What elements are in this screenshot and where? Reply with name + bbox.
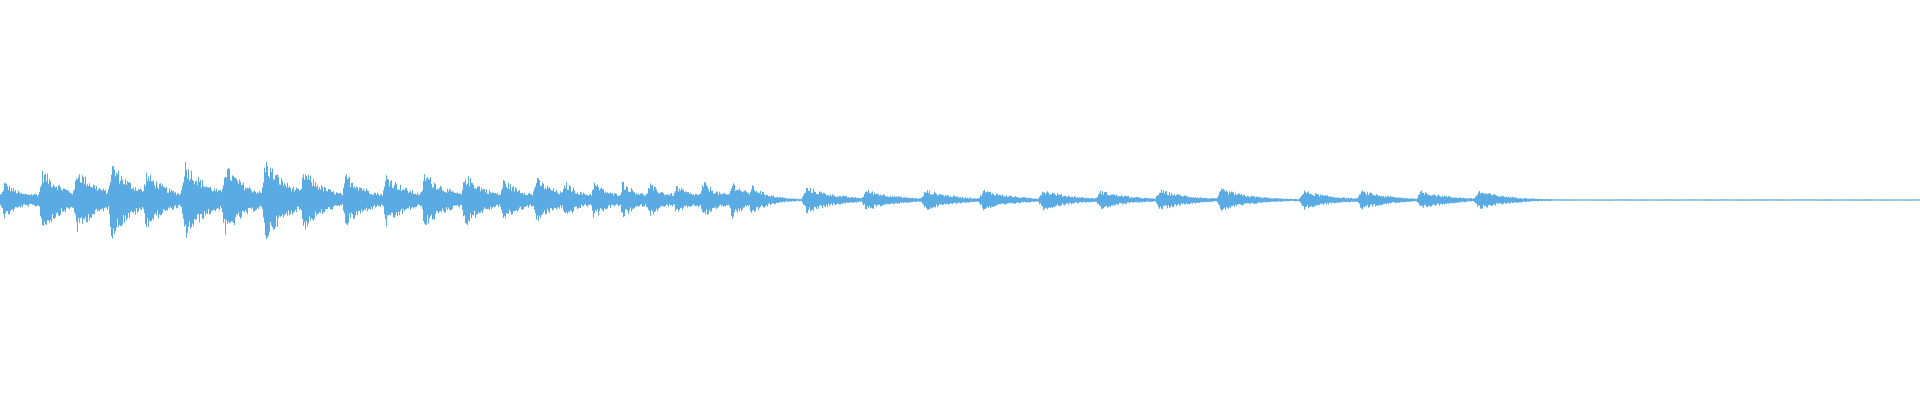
waveform-peaks xyxy=(0,161,1920,239)
